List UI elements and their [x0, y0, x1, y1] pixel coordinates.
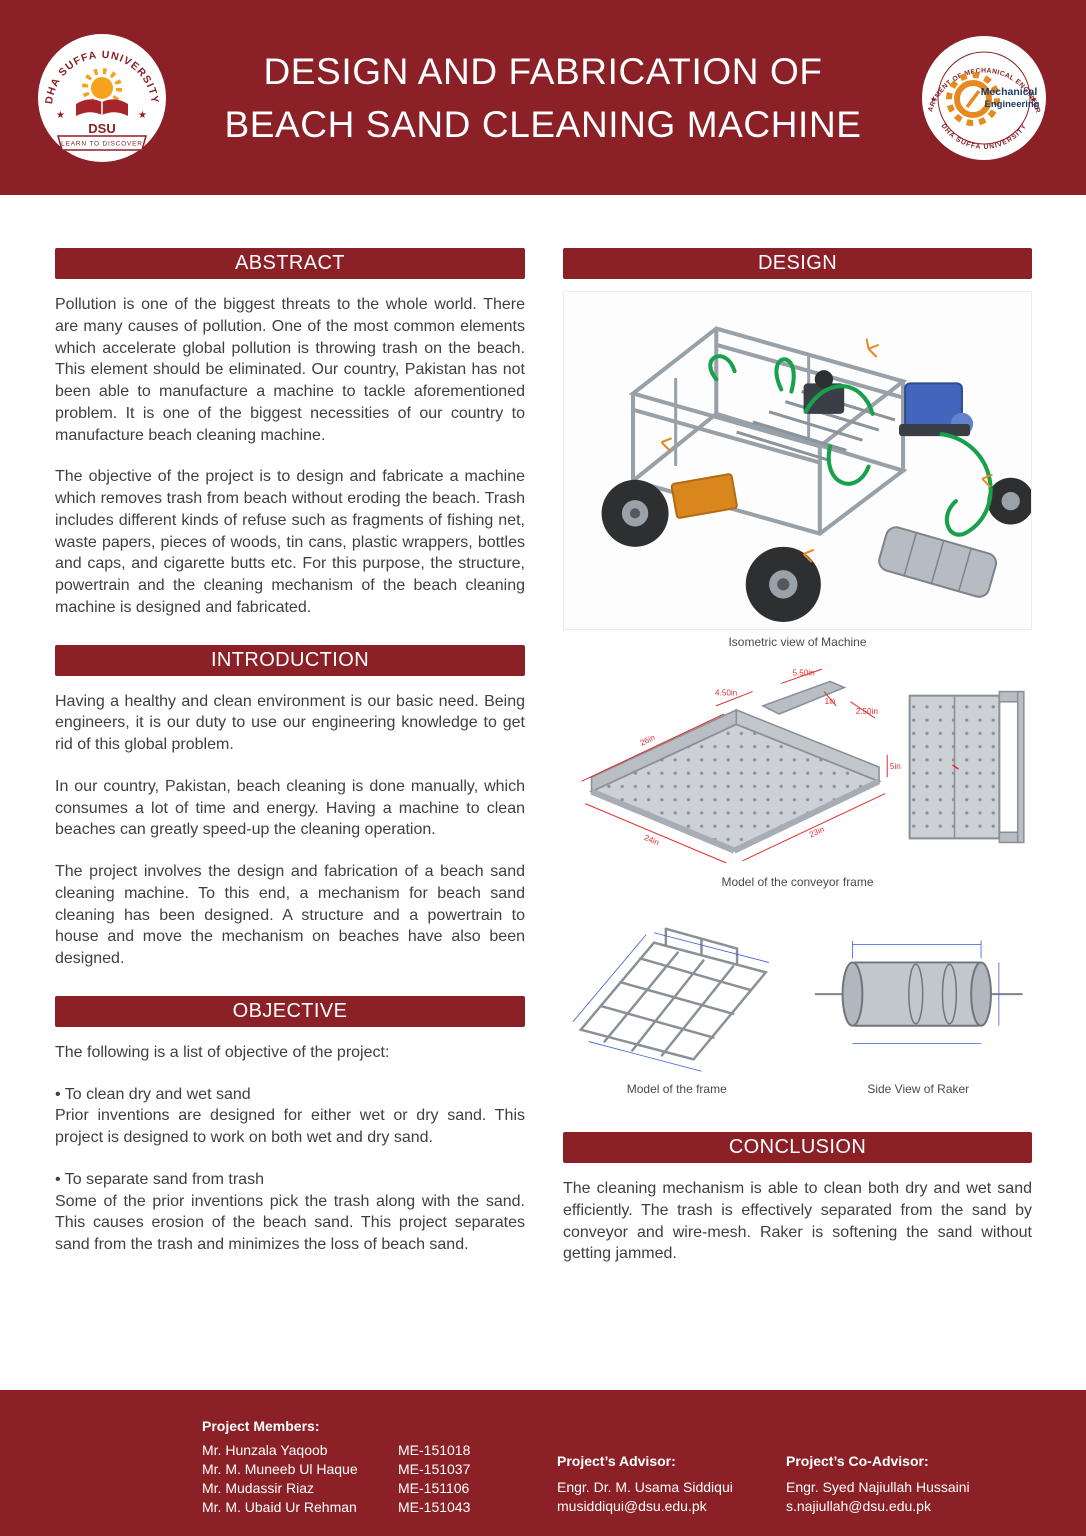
- dim-label: 4.50in: [715, 689, 737, 698]
- objective-intro: The following is a list of objective of …: [55, 1043, 390, 1061]
- poster-title: DESIGN AND FABRICATION OF BEACH SAND CLE…: [168, 45, 918, 151]
- sun-icon: [82, 67, 122, 108]
- member-id: ME-151037: [398, 1461, 471, 1477]
- member-row: Mr. Hunzala Yaqoob ME-151018: [202, 1441, 470, 1460]
- hose-routing: [708, 354, 993, 537]
- abstract-paragraph: Pollution is one of the biggest threats …: [55, 296, 525, 444]
- side-wheel: [987, 477, 1031, 525]
- university-logo: DHA SUFFA UNIVERSITY ★ ★ DSU LEARN TO DI…: [38, 33, 166, 162]
- abstract-content: Pollution is one of the biggest threats …: [55, 294, 525, 619]
- university-abbr: DSU: [88, 121, 115, 136]
- conclusion-paragraph: The cleaning mechanism is able to clean …: [563, 1180, 1032, 1263]
- caption-raker: Side View of Raker: [867, 1082, 970, 1097]
- left-column: ABSTRACT Pollution is one of the biggest…: [55, 248, 525, 1276]
- title-line-1: DESIGN AND FABRICATION OF: [263, 50, 823, 92]
- front-wheel: [745, 546, 821, 622]
- dimension-lines: [581, 668, 888, 864]
- member-name: Mr. M. Ubaid Ur Rehman: [202, 1499, 357, 1515]
- dept-label-line-1: Mechanical: [981, 86, 1038, 98]
- objective-body: Prior inventions are designed for either…: [55, 1107, 525, 1146]
- frame-figure-col: Model of the frame: [563, 899, 791, 1106]
- dimension-lines: [851, 940, 999, 1044]
- conveyor-frame-figure: 5.50in 1in 4.50in 2.50in 26in 24in 23in …: [581, 668, 1025, 864]
- ribbon-banner: [57, 134, 147, 151]
- star-icon: ★: [1030, 95, 1037, 104]
- caption-machine: Isometric view of Machine: [728, 635, 867, 650]
- objective-bullet: • To separate sand from trash: [55, 1170, 264, 1188]
- collector-box: [670, 473, 738, 519]
- conclusion-content: The cleaning mechanism is able to clean …: [563, 1178, 1032, 1265]
- coadvisor-label: Project’s Co-Advisor:: [786, 1453, 929, 1469]
- dim-label: 5in: [890, 762, 901, 771]
- dim-label: 1in: [825, 697, 836, 706]
- department-logo: DEPARTMENT OF MECHANICAL ENGINEERING DHA…: [918, 32, 1048, 162]
- dim-label: 5.50in: [793, 668, 815, 677]
- open-book-icon: [76, 98, 128, 116]
- frame-raker-row: Model of the frame: [563, 899, 1032, 1106]
- member-row: Mr. M. Ubaid Ur Rehman ME-151043: [202, 1498, 470, 1517]
- engine: [899, 382, 974, 437]
- motor: [803, 370, 845, 414]
- caption-frame: Model of the frame: [626, 1082, 727, 1097]
- poster-header: DHA SUFFA UNIVERSITY ★ ★ DSU LEARN TO DI…: [0, 0, 1086, 195]
- member-id: ME-151043: [398, 1499, 471, 1515]
- project-advisor-block: Project’s Advisor: Engr. Dr. M. Usama Si…: [557, 1452, 733, 1516]
- raker-figure-col: Side View of Raker: [805, 899, 1033, 1106]
- section-header-abstract: ABSTRACT: [55, 248, 525, 279]
- introduction-paragraph: Having a healthy and clean environment i…: [55, 692, 525, 754]
- introduction-paragraph: In our country, Pakistan, beach cleaning…: [55, 777, 525, 839]
- star-icon: ★: [930, 95, 937, 104]
- advisor-email: musiddiqui@dsu.edu.pk: [557, 1498, 707, 1514]
- project-members-block: Project Members: Mr. Hunzala Yaqoob ME-1…: [202, 1418, 470, 1517]
- rear-wheel: [601, 479, 669, 547]
- conveyor-iso-view: [589, 680, 882, 854]
- member-name: Mr. Mudassir Riaz: [202, 1480, 315, 1496]
- objective-bullet: • To clean dry and wet sand: [55, 1085, 251, 1103]
- introduction-paragraph: The project involves the design and fabr…: [55, 863, 525, 967]
- section-header-conclusion: CONCLUSION: [563, 1132, 1032, 1164]
- member-row: Mr. M. Muneeb Ul Haque ME-151037: [202, 1460, 470, 1479]
- title-line-2: BEACH SAND CLEANING MACHINE: [224, 103, 862, 145]
- objective-content: The following is a list of objective of …: [55, 1042, 525, 1256]
- raker-cylinder: [878, 526, 998, 598]
- conveyor-top-view: [908, 690, 1025, 844]
- section-header-design: DESIGN: [563, 248, 1032, 279]
- machine-isometric-figure: [563, 291, 1032, 631]
- dimension-lines: [572, 932, 769, 1072]
- advisor-label: Project’s Advisor:: [557, 1453, 676, 1469]
- gear-icon: [946, 71, 1000, 126]
- abstract-paragraph: The objective of the project is to desig…: [55, 468, 525, 616]
- objective-item: • To clean dry and wet sand Prior invent…: [55, 1084, 525, 1149]
- raker-side-view-figure: [814, 940, 1023, 1044]
- axis-markers: [660, 338, 993, 563]
- caption-conveyor: Model of the conveyor frame: [721, 875, 874, 890]
- section-header-introduction: INTRODUCTION: [55, 644, 525, 676]
- members-label: Project Members:: [202, 1418, 320, 1434]
- objective-body: Some of the prior inventions pick the tr…: [55, 1192, 525, 1254]
- dim-label: 26in: [639, 733, 657, 748]
- star-icon: ★: [138, 110, 147, 121]
- member-id: ME-151018: [398, 1442, 471, 1458]
- frame-model-figure: [572, 927, 769, 1072]
- star-icon: ★: [56, 110, 65, 121]
- project-coadvisor-block: Project’s Co-Advisor: Engr. Syed Najiull…: [786, 1452, 970, 1516]
- coadvisor-name: Engr. Syed Najiullah Hussaini: [786, 1479, 970, 1495]
- university-motto: LEARN TO DISCOVER: [61, 140, 143, 147]
- section-header-objective: OBJECTIVE: [55, 995, 525, 1027]
- dim-label: 2.50in: [856, 707, 878, 716]
- dept-label-line-2: Engineering: [985, 99, 1040, 110]
- advisor-name: Engr. Dr. M. Usama Siddiqui: [557, 1479, 733, 1495]
- dim-label: 24in: [643, 833, 661, 847]
- coadvisor-email: s.najiullah@dsu.edu.pk: [786, 1498, 931, 1514]
- right-column: DESIGN: [563, 248, 1032, 1265]
- member-name: Mr. Hunzala Yaqoob: [202, 1442, 328, 1458]
- member-name: Mr. M. Muneeb Ul Haque: [202, 1461, 358, 1477]
- poster-footer: Project Members: Mr. Hunzala Yaqoob ME-1…: [0, 1390, 1086, 1536]
- dim-label: 23in: [808, 825, 826, 840]
- member-id: ME-151106: [398, 1480, 470, 1496]
- member-row: Mr. Mudassir Riaz ME-151106: [202, 1479, 470, 1498]
- objective-item: • To separate sand from trash Some of th…: [55, 1169, 525, 1256]
- introduction-content: Having a healthy and clean environment i…: [55, 691, 525, 970]
